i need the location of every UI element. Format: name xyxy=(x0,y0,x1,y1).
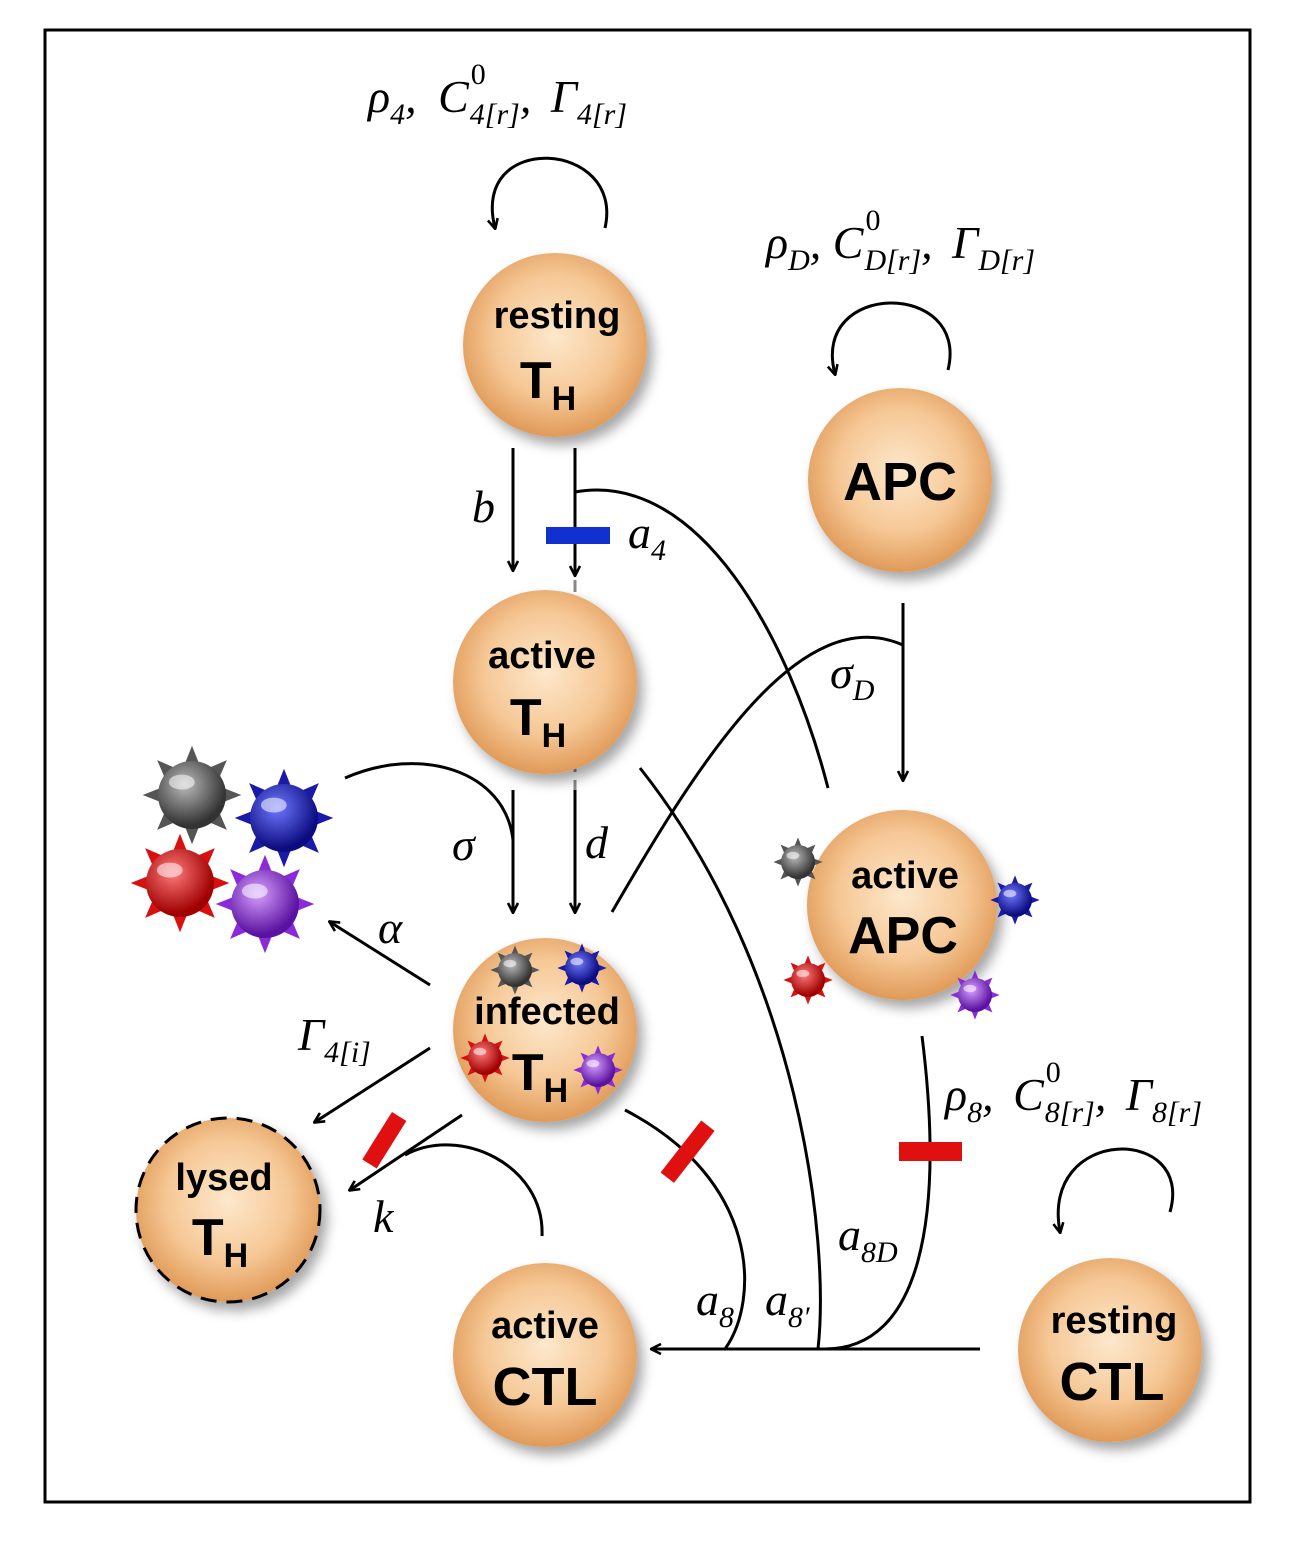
label-a8-prime: a8′ xyxy=(765,1274,810,1334)
virus-particle-icon xyxy=(234,768,334,868)
svg-text:APC: APC xyxy=(843,452,957,512)
svg-text:TH: TH xyxy=(520,352,576,418)
label-b: b xyxy=(472,481,495,532)
label-a4: a4 xyxy=(628,507,666,567)
virus-particle-icon xyxy=(573,1045,623,1095)
cell-apc: APC xyxy=(808,388,992,572)
label-a8d: a8D xyxy=(838,1209,898,1269)
label-k: k xyxy=(373,1191,395,1242)
a8d-curve xyxy=(824,1035,932,1351)
svg-text:infected: infected xyxy=(474,991,620,1033)
a8-inhibitor-bar xyxy=(660,1120,715,1183)
ctl-killing-curve xyxy=(404,1143,544,1237)
virus-particle-icon xyxy=(142,745,242,845)
label-d: d xyxy=(585,817,609,868)
virus-particle-icon xyxy=(130,833,230,933)
svg-text:TH: TH xyxy=(512,1044,568,1110)
apc-activation-curve xyxy=(574,488,830,789)
virus-particle-icon xyxy=(460,1033,510,1083)
virus-particle-icon xyxy=(215,854,315,954)
svg-text:resting: resting xyxy=(1051,1300,1178,1342)
apc-self-loop-arrow xyxy=(832,301,952,374)
cell-infected-th: infected TH xyxy=(453,938,637,1122)
a8-curve xyxy=(624,1108,747,1350)
svg-text:CTL: CTL xyxy=(1060,1352,1165,1412)
virus-particle-icon xyxy=(990,875,1040,925)
virus-particles xyxy=(130,745,1040,1095)
label-sigma-d: σD xyxy=(830,647,875,707)
svg-text:CTL: CTL xyxy=(493,1357,598,1417)
label-alpha: α xyxy=(378,902,403,953)
svg-text:active: active xyxy=(488,635,596,677)
cell-active-ctl: active CTL xyxy=(453,1263,637,1447)
a8p-curve xyxy=(638,767,822,1350)
cell-resting-th: resting TH xyxy=(463,253,647,437)
k-inhibitor-bar xyxy=(362,1111,407,1169)
ctl-self-loop-arrow xyxy=(1058,1147,1175,1232)
label-sigma: σ xyxy=(452,819,477,870)
cell-resting-ctl: resting CTL xyxy=(1018,1258,1202,1442)
a8d-inhibitor-bar xyxy=(899,1142,962,1161)
cell-lysed-th: lysed TH xyxy=(134,1116,322,1304)
cell-active-apc: active APC xyxy=(807,810,997,1000)
gamma-4i-arrow xyxy=(315,1046,431,1122)
label-a8: a8 xyxy=(696,1274,734,1334)
virus-particle-icon xyxy=(783,955,833,1005)
svg-text:APC: APC xyxy=(848,907,958,965)
virus-infection-curve xyxy=(344,762,515,841)
svg-text:lysed: lysed xyxy=(175,1157,272,1199)
virus-particle-icon xyxy=(557,943,607,993)
cell-active-th: active TH xyxy=(453,590,637,774)
svg-text:TH: TH xyxy=(192,1209,248,1275)
svg-text:resting: resting xyxy=(494,295,621,337)
diagram-frame xyxy=(43,28,1252,1504)
a4-inhibitor-bar xyxy=(546,527,610,544)
svg-text:active: active xyxy=(851,855,959,897)
th-self-loop-arrow xyxy=(492,156,609,228)
virus-particle-icon xyxy=(950,970,1000,1020)
label-gamma-4i: Γ4[i] xyxy=(297,1009,371,1069)
infected-apc-curve xyxy=(610,635,904,913)
svg-text:active: active xyxy=(491,1305,599,1347)
virus-particle-icon xyxy=(490,945,540,995)
svg-text:TH: TH xyxy=(510,689,566,755)
k-arrow xyxy=(350,1113,463,1190)
alpha-arrow xyxy=(330,922,431,987)
virus-particle-icon xyxy=(773,837,823,887)
